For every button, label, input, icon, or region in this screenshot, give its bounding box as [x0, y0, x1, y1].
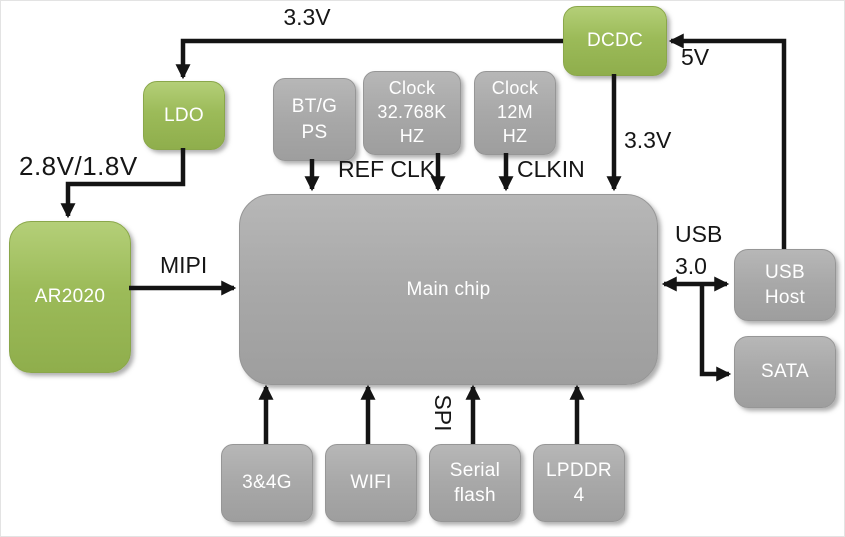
block-bt-gps: BT/G PS	[273, 78, 356, 161]
label-5v: 5V	[681, 44, 710, 70]
block-usb-host-label: USB Host	[764, 261, 806, 308]
block-wifi-label: WIFI	[350, 472, 392, 494]
block-main-chip: Main chip	[239, 194, 658, 385]
block-ar2020-label: AR2020	[34, 286, 106, 308]
block-3and4g-label: 3&4G	[242, 472, 292, 494]
block-ldo: LDO	[143, 81, 225, 150]
label-spi: SPI	[430, 394, 456, 432]
label-3v3-top: 3.3V	[283, 4, 331, 30]
block-3and4g: 3&4G	[221, 444, 313, 522]
block-ar2020: AR2020	[9, 221, 131, 373]
label-mipi: MIPI	[160, 252, 208, 278]
block-main-chip-label: Main chip	[406, 278, 491, 300]
wire-branch-to-sata	[699, 284, 732, 382]
block-bt-gps-label: BT/G PS	[291, 96, 338, 143]
label-3v3-dcdc-out: 3.3V	[624, 127, 672, 153]
block-usb-host: USB Host	[734, 249, 836, 321]
label-ref-clk: REF CLK	[338, 156, 436, 182]
block-clock-12mhz: Clock 12M HZ	[474, 71, 556, 155]
block-dcdc: DCDC	[563, 6, 667, 76]
block-clock-32768khz-label: Clock 32.768K HZ	[377, 78, 447, 146]
label-2v8-1v8: 2.8V/1.8V	[19, 151, 138, 181]
wire-5v-usbhost-to-dcdc	[668, 33, 787, 249]
label-clkin: CLKIN	[517, 156, 585, 182]
block-wifi: WIFI	[325, 444, 417, 522]
block-clock-32768khz: Clock 32.768K HZ	[363, 71, 461, 155]
block-lpddr4-label: LPDDR 4	[546, 459, 612, 506]
label-usb-30: USB 3.0	[675, 221, 723, 279]
block-sata-label: SATA	[760, 361, 809, 383]
block-clock-12mhz-label: Clock 12M HZ	[491, 78, 539, 146]
block-ldo-label: LDO	[164, 104, 204, 126]
block-lpddr4: LPDDR 4	[533, 444, 625, 522]
block-dcdc-label: DCDC	[586, 30, 644, 52]
block-sata: SATA	[734, 336, 836, 408]
block-serial-flash: Serial flash	[429, 444, 521, 522]
block-serial-flash-label: Serial flash	[449, 459, 501, 506]
